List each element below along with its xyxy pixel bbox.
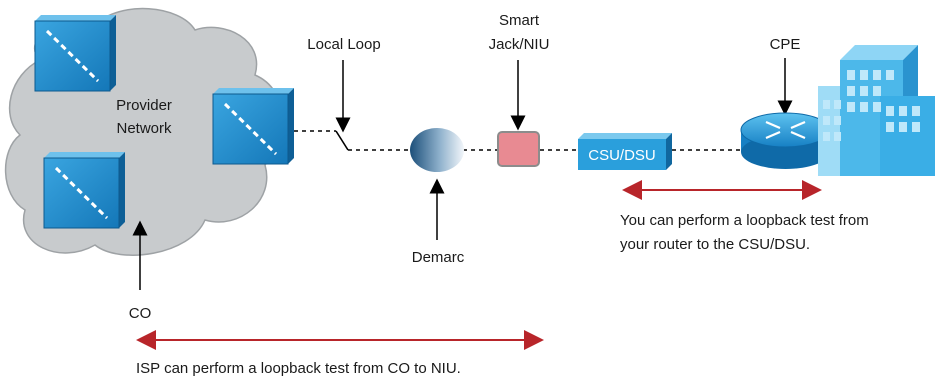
- smart-jack-label: Jack/NIU: [489, 36, 550, 53]
- provider-network-label: Provider: [116, 97, 172, 114]
- csu-dsu-icon: [578, 133, 672, 170]
- co-label: CO: [129, 305, 152, 322]
- switch-icon: [34, 15, 116, 92]
- loop-break: [335, 130, 349, 151]
- router-icon: [740, 112, 831, 169]
- switch-icon: [43, 152, 125, 229]
- local-loop-label: Local Loop: [307, 36, 380, 53]
- provider-network-label: Network: [116, 120, 172, 137]
- router-loopback-text: your router to the CSU/DSU.: [620, 236, 810, 253]
- switch-icon: [212, 88, 294, 165]
- demarc-icon: [410, 128, 464, 172]
- csu-dsu-label: CSU/DSU: [588, 147, 656, 164]
- local-loop-line: [294, 130, 740, 151]
- isp-loopback-text: ISP can perform a loopback test from CO …: [136, 360, 461, 377]
- niu-icon: [497, 131, 540, 167]
- cpe-label: CPE: [770, 36, 801, 53]
- smart-jack-label: Smart: [499, 12, 540, 29]
- demarc-label: Demarc: [412, 249, 465, 266]
- building-icon: [818, 45, 935, 176]
- router-loopback-text: You can perform a loopback test from: [620, 212, 869, 229]
